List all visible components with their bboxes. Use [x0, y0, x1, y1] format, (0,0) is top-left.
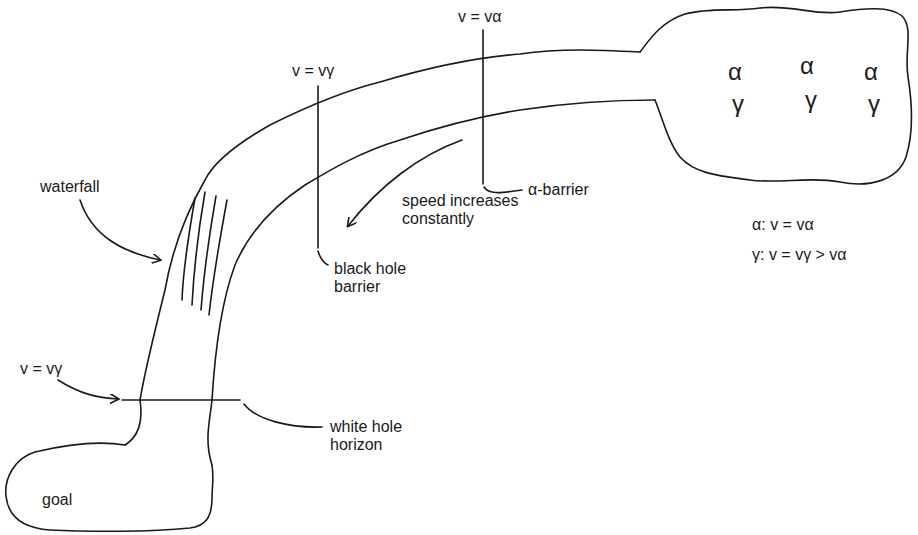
river-left-bank-lower: [125, 400, 141, 445]
symbol-definition: α: v = vα: [752, 216, 814, 234]
lake-region: αααγγγ: [640, 2, 916, 192]
speed-label: v = vγ: [292, 62, 334, 80]
particle-symbol: γ: [868, 92, 880, 116]
waterfall-streak: [209, 200, 227, 315]
region-name: goal: [42, 492, 72, 508]
horizon-label: white hole horizon: [330, 418, 430, 454]
river-lower-bank: [212, 100, 655, 400]
leader-line: [244, 404, 322, 427]
outline-path: [6, 443, 213, 531]
leader-line: [484, 187, 522, 193]
river-upper-bank: [140, 50, 640, 400]
speed-label: v = vα: [458, 8, 501, 26]
river-right-bank-lower: [208, 400, 212, 465]
barrier-label: black hole barrier: [334, 260, 429, 296]
goal-pool: goal: [0, 438, 220, 535]
waterfall-streak: [201, 196, 216, 310]
feature-label: waterfall: [40, 178, 100, 196]
particle-symbol: α: [864, 60, 878, 84]
barrier-label: α-barrier: [528, 181, 589, 199]
black-hole-barrier-line: [317, 86, 319, 248]
particle-symbol: α: [728, 60, 742, 84]
leader-line: [318, 251, 328, 265]
outline-path: [640, 7, 912, 184]
region-outline: [0, 438, 220, 535]
white-hole-horizon-line: [122, 399, 240, 401]
particle-symbol: γ: [805, 88, 817, 112]
speed-label: v = vγ: [20, 360, 62, 378]
note: speed increases constantly: [402, 192, 524, 228]
leader-line: [80, 200, 160, 260]
alpha-barrier-line: [482, 30, 484, 184]
leader-line: [58, 380, 118, 399]
particle-symbol: α: [800, 54, 814, 78]
symbol-definition: γ: v = vγ > vα: [752, 246, 847, 264]
particle-symbol: γ: [732, 92, 744, 116]
